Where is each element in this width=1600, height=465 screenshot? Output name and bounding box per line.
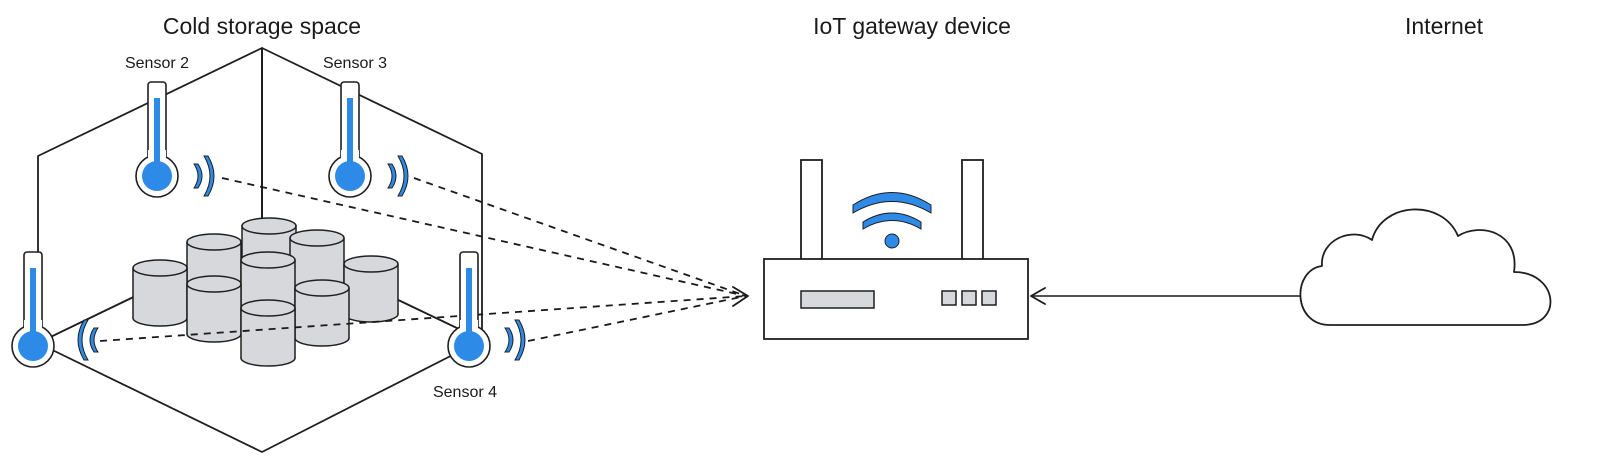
router-antenna-right <box>961 159 984 262</box>
sensor-3: Sensor 3 <box>323 55 409 198</box>
sensor-1 <box>11 251 99 368</box>
wifi-icon <box>852 192 932 249</box>
cold-storage-title: Cold storage space <box>163 13 361 39</box>
sensor-2-label: Sensor 2 <box>125 55 189 72</box>
thermometer-icon <box>11 251 55 368</box>
thermometer-icon <box>135 81 179 198</box>
link-arrowhead <box>732 286 749 307</box>
router-port <box>941 290 957 306</box>
link-sensor4 <box>527 295 747 342</box>
link-sensor3 <box>413 177 747 297</box>
storage-container-icon <box>186 275 242 343</box>
wireless-signal-icon <box>387 155 409 197</box>
router-display <box>800 290 875 309</box>
sensor-4: Sensor 4 <box>433 251 526 401</box>
thermometer-icon <box>447 251 491 368</box>
link-sensor1 <box>99 295 747 342</box>
router-antenna-left <box>800 159 823 262</box>
gateway-title: IoT gateway device <box>813 13 1011 39</box>
router-icon <box>763 159 1029 340</box>
router-port <box>961 290 977 306</box>
internet-title: Internet <box>1405 13 1484 39</box>
storage-container-icon <box>132 259 188 327</box>
router-port <box>981 290 997 306</box>
wireless-signal-icon <box>193 155 215 197</box>
link-sensor2 <box>221 177 747 297</box>
sensor-3-label: Sensor 3 <box>323 55 387 72</box>
cloud-icon <box>1299 208 1552 326</box>
thermometer-icon <box>328 81 372 198</box>
sensor-4-label: Sensor 4 <box>433 384 497 401</box>
storage-container-icon <box>240 299 296 367</box>
wireless-links <box>99 177 749 342</box>
wireless-signal-icon <box>77 319 99 361</box>
sensor-2: Sensor 2 <box>125 55 215 198</box>
internet-link <box>1030 287 1300 305</box>
storage-container-icon <box>343 255 399 323</box>
storage-containers <box>132 217 399 367</box>
storage-container-icon <box>294 279 350 347</box>
wireless-signal-icon <box>504 319 526 361</box>
